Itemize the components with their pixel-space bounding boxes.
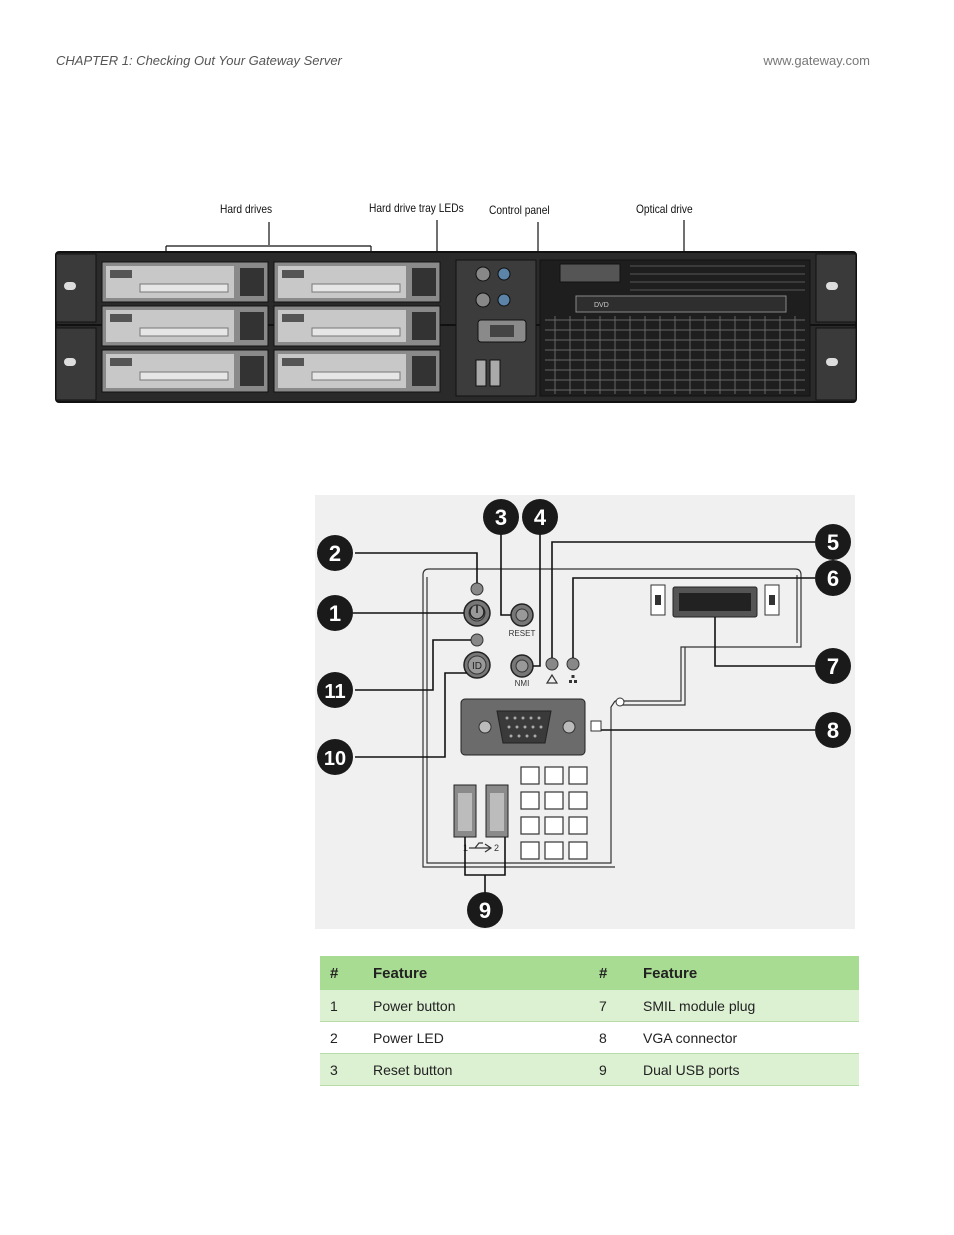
warning-icon: [545, 673, 559, 684]
usb-icon: [469, 842, 493, 853]
svg-text:3: 3: [495, 505, 507, 530]
header-num-2: #: [589, 956, 633, 990]
header-feature-1: Feature: [363, 956, 589, 990]
drive-bay: [101, 349, 269, 393]
chapter-header: CHAPTER 1: Checking Out Your Gateway Ser…: [56, 53, 342, 68]
table-cell: Power button: [363, 990, 589, 1022]
drive-bays: [101, 261, 441, 393]
header-num-1: #: [320, 956, 363, 990]
marker-5: [815, 524, 851, 560]
table-cell: Dual USB ports: [633, 1053, 859, 1086]
table-row: 2 Power LED 8 VGA connector: [320, 1021, 859, 1054]
marker-11: [317, 672, 353, 708]
callout-tray-leds: Hard drive tray LEDs: [369, 201, 464, 215]
drive-bay: [273, 305, 441, 347]
server-front-drawing: DVD: [55, 220, 857, 403]
svg-text:10: 10: [324, 748, 346, 770]
server-front-figure: Hard drives Hard drive tray LEDs Control…: [0, 190, 954, 415]
marker-3: [483, 499, 519, 535]
marker-8: [815, 712, 851, 748]
table-header-row: # Feature # Feature: [320, 956, 859, 990]
control-panel-drawing: ID RESET NMI 1 2: [317, 499, 851, 928]
network-icon: [569, 675, 577, 683]
table-cell: SMIL module plug: [633, 990, 859, 1022]
power-led: [470, 582, 484, 596]
callout-optical-drive: Optical drive: [636, 202, 693, 216]
callout-hard-drives: Hard drives: [220, 202, 273, 216]
marker-1: [317, 595, 353, 631]
table-cell: Reset button: [363, 1053, 589, 1086]
marker-7: [815, 648, 851, 684]
panel-vents: [520, 766, 588, 860]
id-label: ID: [472, 661, 482, 672]
table-cell: Power LED: [363, 1021, 589, 1054]
drive-bay: [101, 305, 269, 347]
table-cell: VGA connector: [633, 1021, 859, 1054]
callout-control-panel: Control panel: [489, 203, 550, 217]
table-row: 3 Reset button 9 Dual USB ports: [320, 1053, 859, 1086]
reset-label: RESET: [509, 629, 536, 638]
table-cell: 1: [320, 990, 363, 1022]
svg-text:6: 6: [827, 566, 839, 591]
svg-text:1: 1: [329, 601, 341, 626]
marker-10: [317, 739, 353, 775]
nmi-label: NMI: [515, 679, 530, 688]
optical-drive: [575, 295, 787, 313]
usb-label-2: 2: [494, 843, 499, 853]
svg-text:7: 7: [827, 654, 839, 679]
marker-6: [815, 560, 851, 596]
svg-text:5: 5: [827, 530, 839, 555]
vent-grid: [545, 316, 805, 394]
feature-table: # Feature # Feature 1 Power button 7 SMI…: [320, 956, 859, 1086]
marker-4: [522, 499, 558, 535]
markers: 2 1 3 4 5 6 7 8 9 10 11: [317, 499, 851, 928]
table-row: 1 Power button 7 SMIL module plug: [320, 990, 859, 1022]
marker-9: [467, 892, 503, 928]
website-link[interactable]: www.gateway.com: [763, 53, 870, 68]
table-cell: 8: [589, 1021, 633, 1054]
table-cell: 9: [589, 1053, 633, 1086]
svg-text:4: 4: [534, 505, 547, 530]
svg-text:9: 9: [479, 898, 491, 923]
control-panel-figure: ID RESET NMI 1 2: [315, 495, 855, 929]
vent-grid-top: [630, 265, 805, 291]
svg-text:8: 8: [827, 718, 839, 743]
svg-text:11: 11: [324, 681, 345, 703]
svg-text:2: 2: [329, 541, 341, 566]
dvd-logo: DVD: [594, 302, 609, 309]
table-cell: 2: [320, 1021, 363, 1054]
id-led: [470, 633, 484, 647]
lan-activity-led: [566, 657, 580, 671]
panel-leader-lines: [353, 517, 815, 893]
marker-2: [317, 535, 353, 571]
system-status-led: [545, 657, 559, 671]
header-feature-2: Feature: [633, 956, 859, 990]
drive-bay: [273, 261, 441, 303]
drive-bay: [101, 261, 269, 303]
table-cell: 3: [320, 1053, 363, 1086]
table-cell: 7: [589, 990, 633, 1022]
drive-bay: [273, 349, 441, 393]
